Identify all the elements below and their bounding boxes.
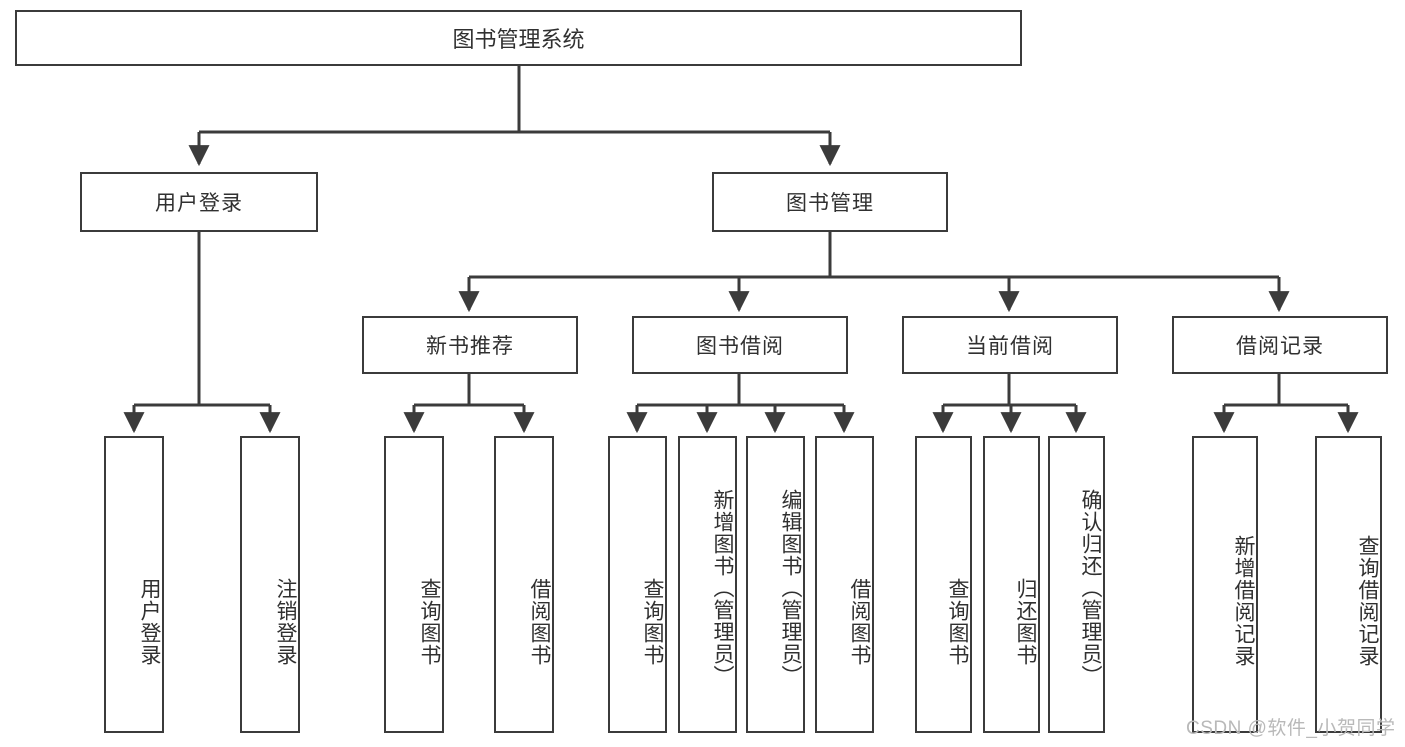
leaf-query-book-1[interactable]: 查询图书 — [384, 436, 444, 733]
node-current-borrow[interactable]: 当前借阅 — [902, 316, 1118, 374]
leaf-confirm-return[interactable]: 确认归还（管理员） — [1048, 436, 1105, 733]
leaf-return-book[interactable]: 归还图书 — [983, 436, 1040, 733]
watermark-credit: CSDN @软件_小贺同学 — [1186, 718, 1396, 739]
node-new-book-recommend[interactable]: 新书推荐 — [362, 316, 578, 374]
leaf-add-book[interactable]: 新增图书（管理员） — [678, 436, 737, 733]
node-user-login[interactable]: 用户登录 — [80, 172, 318, 232]
leaf-user-login[interactable]: 用户登录 — [104, 436, 164, 733]
leaf-query-book-2[interactable]: 查询图书 — [608, 436, 667, 733]
leaf-edit-book[interactable]: 编辑图书（管理员） — [746, 436, 805, 733]
leaf-add-record[interactable]: 新增借阅记录 — [1192, 436, 1258, 733]
leaf-borrow-book-2[interactable]: 借阅图书 — [815, 436, 874, 733]
node-borrow-record[interactable]: 借阅记录 — [1172, 316, 1388, 374]
leaf-borrow-book-1[interactable]: 借阅图书 — [494, 436, 554, 733]
node-root-system[interactable]: 图书管理系统 — [15, 10, 1022, 66]
leaf-query-book-3[interactable]: 查询图书 — [915, 436, 972, 733]
node-book-management[interactable]: 图书管理 — [712, 172, 948, 232]
node-book-borrow[interactable]: 图书借阅 — [632, 316, 848, 374]
leaf-query-record[interactable]: 查询借阅记录 — [1315, 436, 1382, 733]
leaf-user-logout[interactable]: 注销登录 — [240, 436, 300, 733]
